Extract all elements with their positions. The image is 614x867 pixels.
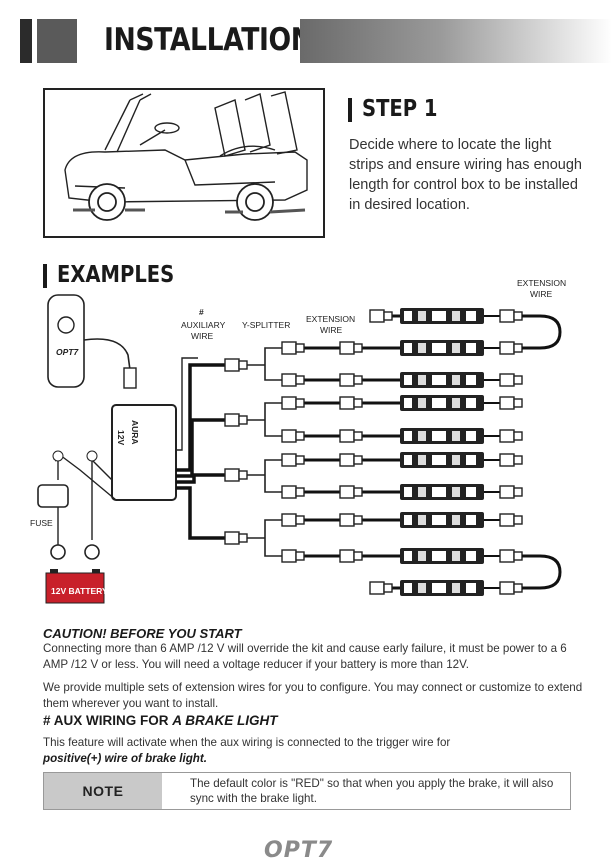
- header-accent-block: [20, 19, 32, 63]
- golf-cart-illustration: [43, 88, 325, 238]
- auxiliary-label: AUXILIARY: [181, 320, 226, 330]
- extension-wire-mid-label-2: WIRE: [320, 325, 343, 335]
- controller-label: OPT7: [56, 347, 79, 357]
- step-accent-bar: [348, 98, 352, 122]
- aux-text: This feature will activate when the aux …: [43, 736, 451, 749]
- extension-wire-mid-label: EXTENSION: [306, 314, 355, 324]
- fuse-label: FUSE: [30, 518, 53, 528]
- light-strip-rows: [281, 308, 562, 596]
- extension-wire-top-label: EXTENSION: [517, 280, 566, 288]
- box-brand: AURA: [130, 420, 140, 445]
- brand-logo: OPT7: [264, 838, 334, 863]
- remote-controller: OPT7: [47, 294, 85, 388]
- aux-wiring-heading: # AUX WIRING FOR A BRAKE LIGHT: [43, 713, 278, 728]
- caution-paragraph: Connecting more than 6 AMP /12 V will ov…: [43, 642, 567, 671]
- golf-cart-drawing: [64, 91, 308, 221]
- examples-heading: EXAMPLES: [57, 262, 175, 288]
- note-label: NOTE: [44, 773, 162, 809]
- aura-control-box: AURA 12V: [111, 404, 177, 501]
- aux-wire-label: WIRE: [191, 331, 214, 341]
- caution-heading: CAUTION! BEFORE YOU START: [43, 626, 242, 641]
- step-1-heading: STEP 1: [362, 96, 438, 122]
- extension-paragraph: We provide multiple sets of extension wi…: [43, 681, 583, 710]
- aux-heading-emphasis: A BRAKE LIGHT: [172, 713, 278, 728]
- note-text: The default color is "RED" so that when …: [190, 777, 554, 805]
- battery-label: 12V BATTERY: [51, 586, 108, 596]
- header-gradient-bar: [300, 19, 612, 63]
- hash-label: #: [199, 307, 204, 317]
- page-title: INSTALLATION: [104, 22, 313, 58]
- note-box: NOTE The default color is "RED" so that …: [43, 772, 571, 810]
- step-1-text: Decide where to locate the light strips …: [349, 137, 582, 213]
- extension-wire-top-label-2: WIRE: [530, 289, 553, 299]
- examples-accent-bar: [43, 264, 47, 288]
- box-voltage: 12V: [116, 430, 126, 445]
- header-accent-block-2: [37, 19, 77, 63]
- y-splitter-label: Y-SPLITTER: [242, 320, 290, 330]
- aux-text-emphasis: positive(+) wire of brake light.: [43, 752, 207, 765]
- battery: 12V BATTERY: [45, 569, 108, 604]
- aux-heading-prefix: # AUX WIRING FOR: [43, 713, 173, 728]
- wiring-diagram: OPT7 AURA 12V + − FUSE 12V BATTERY # AUX…: [30, 280, 566, 604]
- aux-wiring-text: This feature will activate when the aux …: [43, 735, 583, 767]
